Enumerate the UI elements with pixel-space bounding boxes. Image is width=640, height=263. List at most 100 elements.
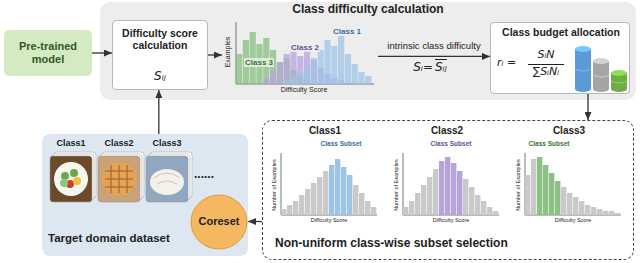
formula-text: SᵢN: [537, 49, 554, 62]
histogram-bar: [597, 209, 602, 215]
histogram-bar: [579, 201, 584, 215]
cylinder-top: [593, 58, 609, 64]
histogram-bar: [457, 171, 462, 215]
food-pie: [102, 162, 136, 196]
class-name: Class 3: [244, 58, 274, 67]
subset-label: Class Subset: [431, 140, 472, 147]
flow-arrow: [248, 221, 262, 222]
histogram-bar: [331, 46, 337, 84]
histogram-bar: [335, 159, 340, 215]
histogram-chart: Class2Class SubsetNumber of ExamplesDiff…: [391, 125, 503, 229]
histogram-bar: [297, 56, 303, 84]
box-label: Class budget allocation: [502, 26, 620, 38]
histogram-bar: [427, 177, 432, 215]
dataset-panel: Class1Class2Class3......Target domain da…: [42, 134, 248, 256]
histogram-bar: [549, 173, 554, 215]
pie-lattice: [105, 178, 133, 179]
histogram-bar: [409, 201, 414, 215]
histogram-bar: [603, 211, 608, 215]
axis-label: Number of Examples: [271, 159, 277, 210]
class-name: Class2: [104, 138, 133, 148]
histogram-bar: [591, 207, 596, 215]
chart-axis: [236, 22, 374, 84]
histogram-bar: [352, 64, 358, 84]
pie-lattice: [126, 165, 127, 193]
model-box: Pre-trained model: [4, 30, 92, 76]
subset-label: Class Subset: [529, 140, 570, 147]
photo-card: [146, 156, 188, 202]
histogram-bar: [421, 185, 426, 215]
histogram-bar: [284, 54, 290, 84]
histogram-bar: [263, 78, 269, 84]
histogram-bar: [277, 62, 283, 84]
class-name: Class 2: [290, 43, 320, 52]
class-name: Class1: [309, 125, 341, 137]
axis-label: Difficulty Score: [433, 217, 470, 223]
flow-arrow: [92, 52, 112, 53]
histogram-bar: [555, 181, 560, 215]
histogram-bar: [371, 207, 376, 215]
axis-label: Examples: [224, 37, 232, 68]
histogram-bar: [475, 195, 480, 215]
histogram-bar: [293, 201, 298, 215]
histogram-bar: [329, 165, 334, 215]
cylinder-band: [593, 75, 609, 77]
histogram-bar: [615, 213, 620, 215]
histogram-bar: [415, 193, 420, 215]
cylinder-bottom: [593, 86, 609, 92]
histogram-bar: [323, 171, 328, 215]
histogram-bar: [365, 76, 371, 84]
cylinder-top: [575, 46, 591, 52]
process-box: Class budget allocationrᵢ =SᵢN∑SᵢNᵢ: [490, 22, 630, 94]
coreset-shape: [191, 195, 247, 249]
cylinder-band: [611, 81, 627, 83]
food-piece: [73, 177, 81, 185]
circle-label: Coreset: [199, 215, 240, 228]
flow-arrow: [208, 54, 222, 55]
histogram-chart: Class3Class SubsetNumber of ExamplesDiff…: [513, 125, 625, 229]
axis-label: Difficulty Score: [281, 86, 328, 94]
subset-label: Class Subset: [321, 140, 362, 147]
histogram-bar: [341, 167, 346, 215]
photo-card: [50, 156, 92, 202]
coreset-circle: Coreset: [190, 194, 248, 250]
histogram-bar: [287, 205, 292, 215]
group-panel: Class difficulty calculationDifficulty s…: [100, 2, 636, 100]
histogram-bar: [585, 205, 590, 215]
histogram-bar: [403, 207, 408, 215]
histogram-bar: [290, 76, 296, 84]
histogram-bar: [345, 54, 351, 84]
region-title: Non-uniform class-wise subset selection: [275, 237, 508, 251]
histogram-bar: [543, 165, 548, 215]
histogram-bar: [236, 54, 242, 84]
histogram-bar: [318, 50, 324, 84]
food-dumpling: [150, 169, 184, 195]
histogram-bar: [305, 189, 310, 215]
histogram-bar: [299, 195, 304, 215]
class-name: Class2: [431, 125, 463, 137]
pie-lattice: [105, 186, 133, 187]
histogram-bar: [525, 175, 530, 215]
cylinder-body: [575, 49, 591, 89]
histogram-bar: [324, 40, 330, 84]
histogram-bar: [359, 193, 364, 215]
flow-arrow: [158, 90, 159, 134]
histogram-bar: [304, 66, 310, 84]
histogram-bar: [353, 185, 358, 215]
histogram-bar: [469, 187, 474, 215]
formula-text: Sᵢⱼ: [435, 61, 447, 75]
histogram-bar: [573, 197, 578, 215]
histogram-bar: [284, 80, 290, 84]
histogram-bar: [567, 193, 572, 215]
box-label: Difficulty score calculation: [117, 27, 203, 51]
histogram-bar: [609, 211, 614, 215]
dumpling-fold: [154, 173, 180, 184]
histogram-bar: [493, 211, 498, 215]
formula-text: Sᵢ=: [413, 61, 433, 75]
histogram-bar: [433, 169, 438, 215]
fraction-line: [528, 64, 564, 65]
food-piece: [60, 179, 68, 187]
histogram-bar: [270, 70, 276, 84]
formula-text: Sᵢⱼ: [154, 70, 166, 84]
histogram-chart: ExamplesDifficulty ScoreClass 1Class 2Cl…: [222, 18, 378, 98]
